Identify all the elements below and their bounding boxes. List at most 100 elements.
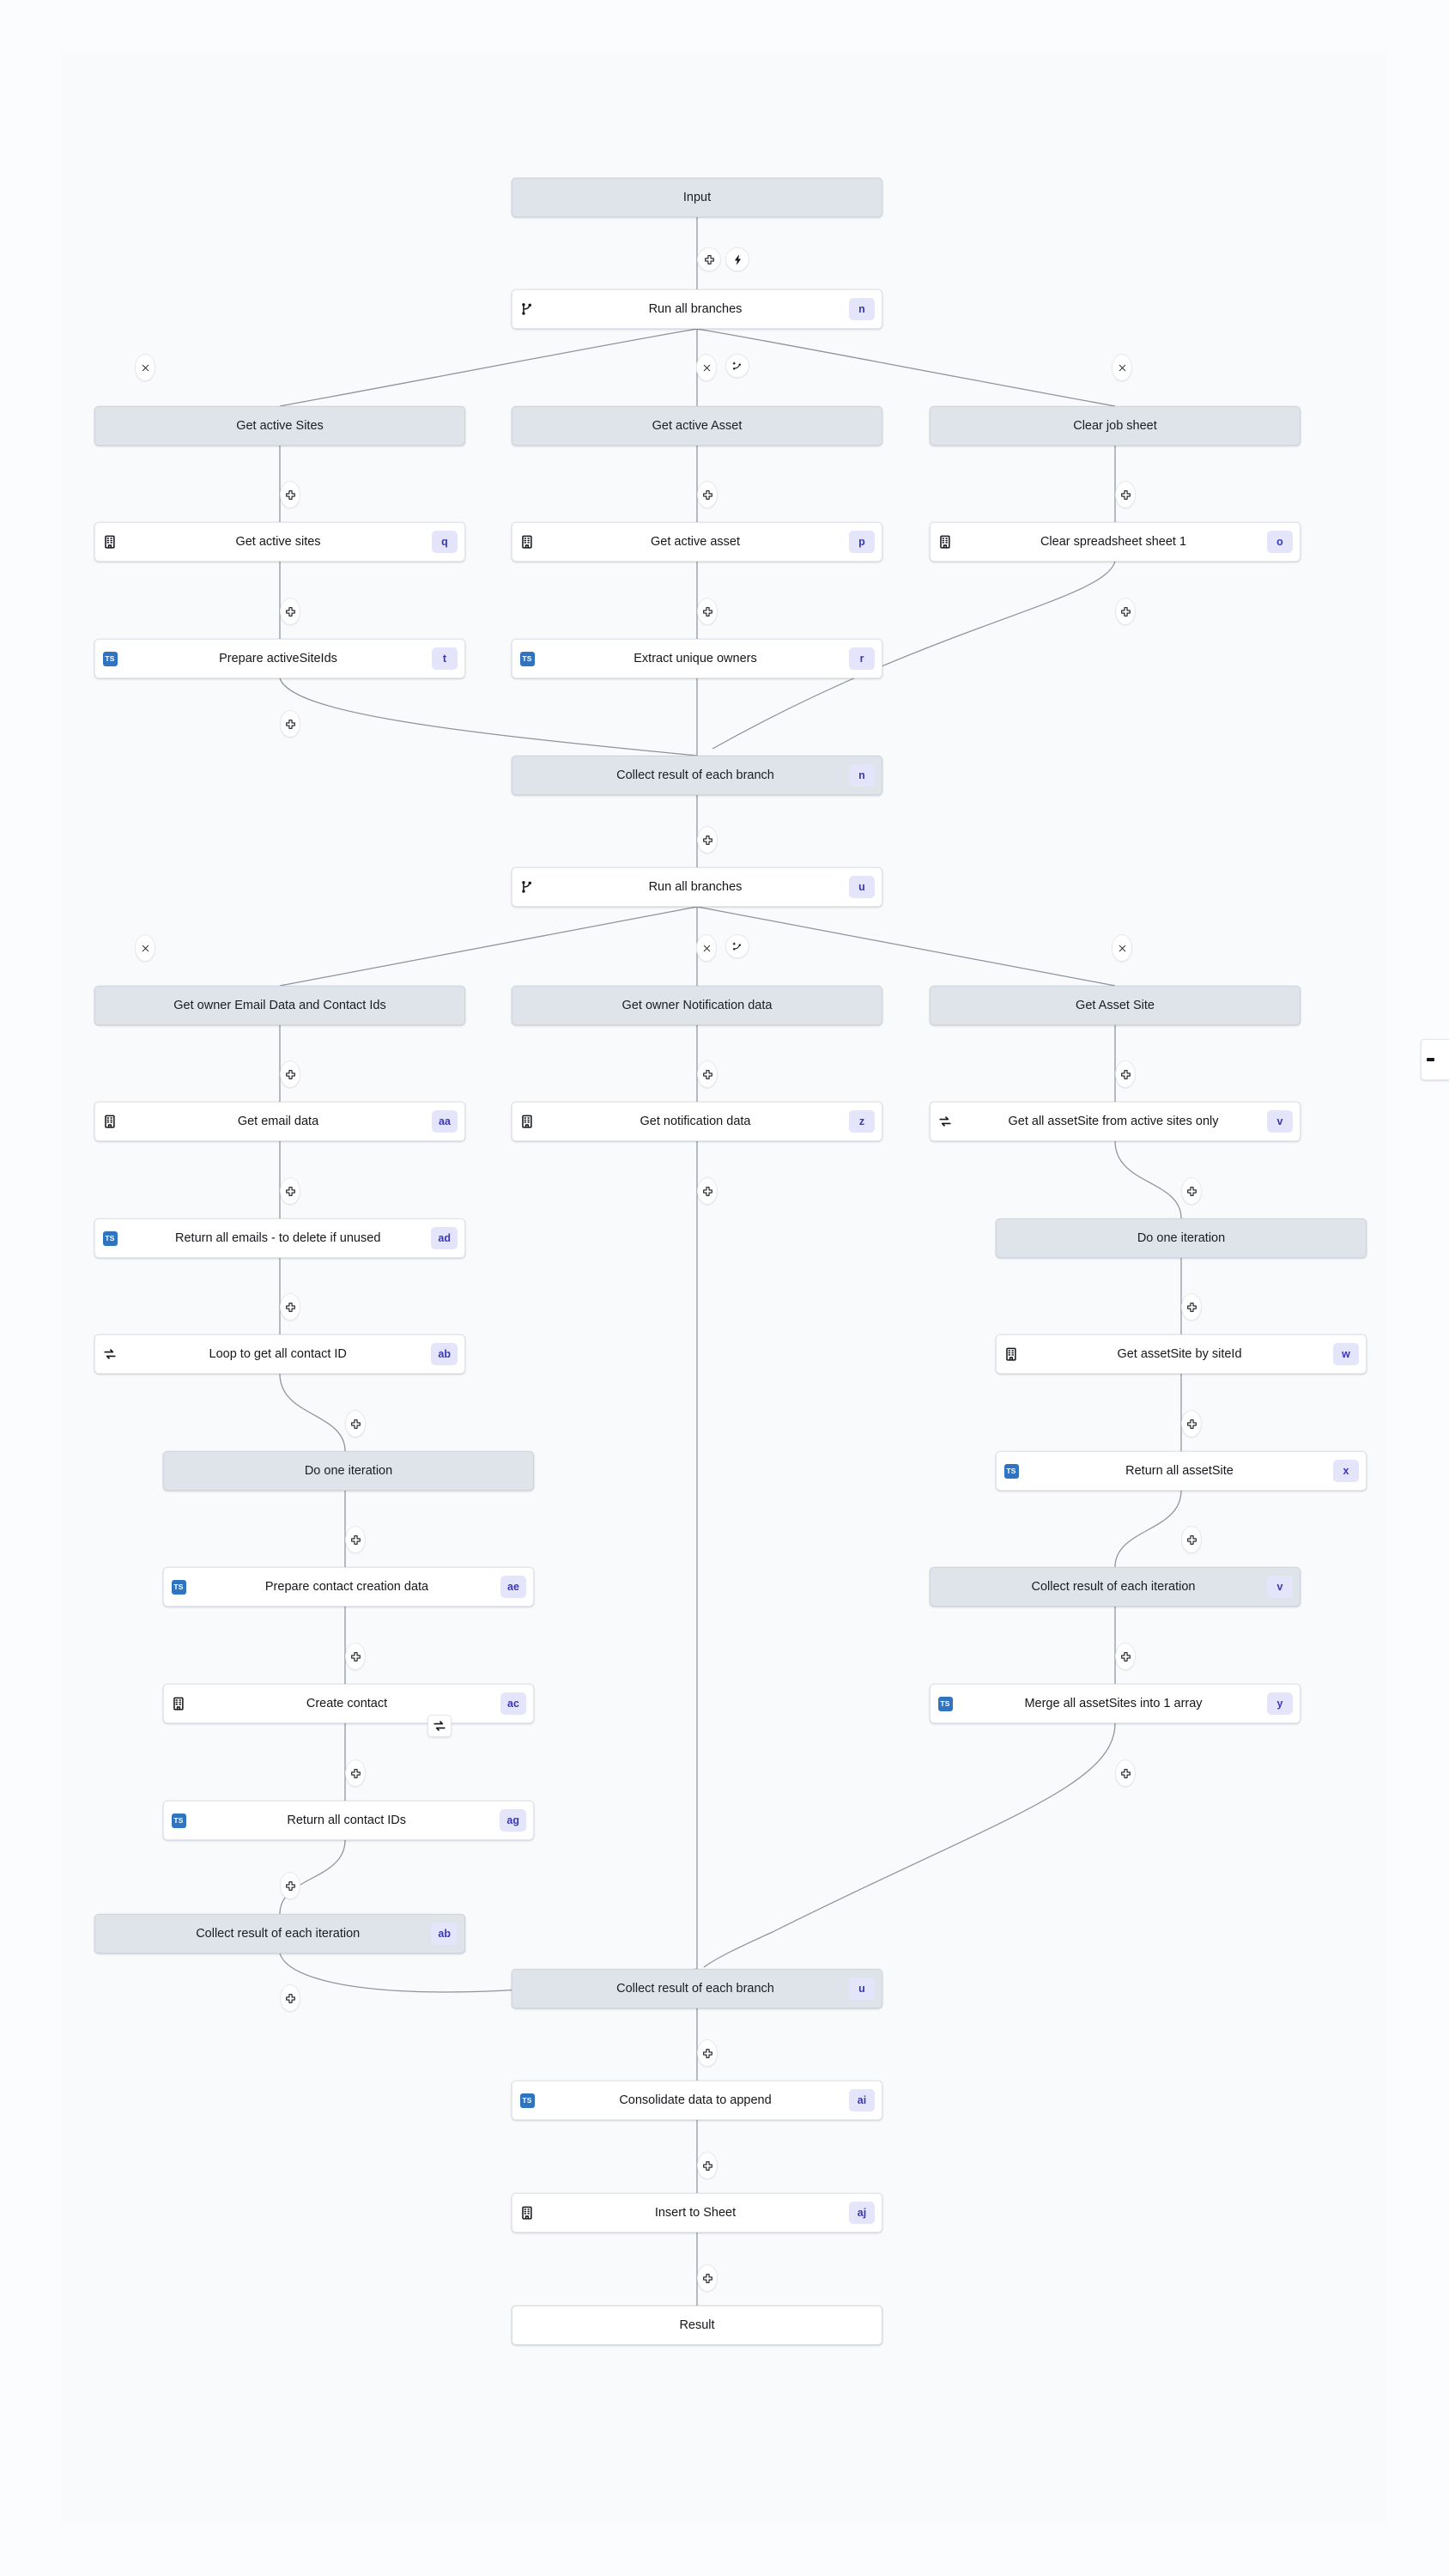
offscreen-node-sliver[interactable] [1421, 1039, 1449, 1080]
flow-node-id-chip[interactable]: ac [500, 1692, 526, 1715]
flow-node-id-chip[interactable]: t [432, 647, 458, 670]
flow-node-g_email[interactable]: Get owner Email Data and Contact Ids [94, 986, 465, 1025]
handle-plus-icon[interactable] [697, 2039, 718, 2067]
handle-plus-icon[interactable] [280, 481, 300, 508]
flow-node-v_loop[interactable]: Get all assetSite from active sites only… [930, 1102, 1300, 1141]
handle-bolt-icon[interactable] [725, 247, 749, 271]
handle-plus-icon[interactable] [1181, 1526, 1202, 1553]
handle-plus-icon[interactable] [280, 1984, 300, 2012]
handle-plus-icon[interactable] [1115, 1643, 1136, 1670]
flow-node-id-chip[interactable]: ab [431, 1923, 458, 1945]
flow-node-id-chip[interactable]: u [849, 1978, 875, 2000]
handle-add-branch-icon[interactable] [725, 354, 749, 378]
flow-node-id-chip[interactable]: w [1333, 1343, 1359, 1365]
handle-close-icon[interactable] [696, 934, 717, 962]
flow-node-g_assetsite[interactable]: Get Asset Site [930, 986, 1300, 1025]
flow-node-g_clear[interactable]: Clear job sheet [930, 406, 1300, 446]
flow-node-id-chip[interactable]: q [432, 531, 458, 553]
flow-node-id-chip[interactable]: n [849, 764, 875, 787]
handle-plus-icon[interactable] [697, 826, 718, 854]
handle-plus-icon[interactable] [345, 1410, 366, 1437]
flow-node-id-chip[interactable]: n [849, 298, 875, 320]
handle-close-icon[interactable] [696, 354, 717, 381]
flow-node-id-chip[interactable]: r [849, 647, 875, 670]
handle-close-icon[interactable] [1112, 354, 1132, 381]
handle-close-icon[interactable] [135, 354, 155, 381]
flow-node-iter_left[interactable]: Do one iteration [163, 1451, 534, 1491]
handle-plus-icon[interactable] [280, 1060, 300, 1088]
flow-node-g_asset[interactable]: Get active Asset [512, 406, 882, 446]
handle-plus-icon[interactable] [345, 1643, 366, 1670]
flow-node-iter_right[interactable]: Do one iteration [996, 1218, 1367, 1258]
handle-plus-icon[interactable] [1115, 1759, 1136, 1787]
handle-plus-icon[interactable] [697, 247, 721, 271]
flow-node-id-chip[interactable]: ai [849, 2089, 875, 2111]
handle-plus-icon[interactable] [697, 598, 718, 625]
handle-plus-icon[interactable] [697, 2264, 718, 2292]
handle-plus-icon[interactable] [280, 710, 300, 738]
handle-plus-icon[interactable] [1181, 1293, 1202, 1321]
flow-node-g_sites[interactable]: Get active Sites [94, 406, 465, 446]
flow-node-result[interactable]: Result [512, 2306, 882, 2345]
handle-plus-icon[interactable] [345, 1526, 366, 1553]
flow-node-id-chip[interactable]: aj [849, 2202, 875, 2224]
handle-close-icon[interactable] [135, 934, 155, 962]
flow-node-input[interactable]: Input [512, 178, 882, 217]
retry-loop-badge[interactable] [427, 1715, 452, 1737]
flow-node-id-chip[interactable]: x [1333, 1460, 1359, 1482]
handle-plus-icon[interactable] [1181, 1410, 1202, 1437]
handle-plus-icon[interactable] [697, 1060, 718, 1088]
flow-node-id-chip[interactable]: ad [431, 1227, 458, 1249]
flow-node-id-chip[interactable]: aa [432, 1110, 458, 1133]
flow-node-g_notif[interactable]: Get owner Notification data [512, 986, 882, 1025]
handle-plus-icon[interactable] [280, 1177, 300, 1205]
handle-plus-icon[interactable] [1115, 481, 1136, 508]
flow-node-id-chip[interactable]: v [1267, 1576, 1293, 1598]
flow-node-id-chip[interactable]: y [1267, 1692, 1293, 1715]
flow-node-id-chip[interactable]: u [849, 876, 875, 898]
handle-plus-icon[interactable] [697, 481, 718, 508]
handle-plus-icon[interactable] [280, 598, 300, 625]
handle-add-branch-icon[interactable] [725, 934, 749, 958]
handle-plus-icon[interactable] [697, 2152, 718, 2179]
flow-node-id-chip[interactable]: z [849, 1110, 875, 1133]
flow-node-id-chip[interactable]: v [1267, 1110, 1293, 1133]
handle-plus-icon[interactable] [1115, 598, 1136, 625]
handle-plus-icon[interactable] [1115, 1060, 1136, 1088]
flow-node-id-chip[interactable]: p [849, 531, 875, 553]
handle-plus-icon[interactable] [280, 1293, 300, 1321]
handle-plus-icon[interactable] [697, 1177, 718, 1205]
flow-node-id-chip[interactable]: o [1267, 531, 1293, 553]
flow-node-id-chip[interactable]: ab [431, 1343, 458, 1365]
handle-plus-icon[interactable] [345, 1759, 366, 1787]
flow-node-id-chip[interactable]: ae [500, 1576, 526, 1598]
handle-plus-icon[interactable] [280, 1872, 300, 1899]
flow-node-id-chip[interactable]: ag [500, 1809, 526, 1832]
handle-close-icon[interactable] [1112, 934, 1132, 962]
handle-plus-icon[interactable] [1181, 1177, 1202, 1205]
